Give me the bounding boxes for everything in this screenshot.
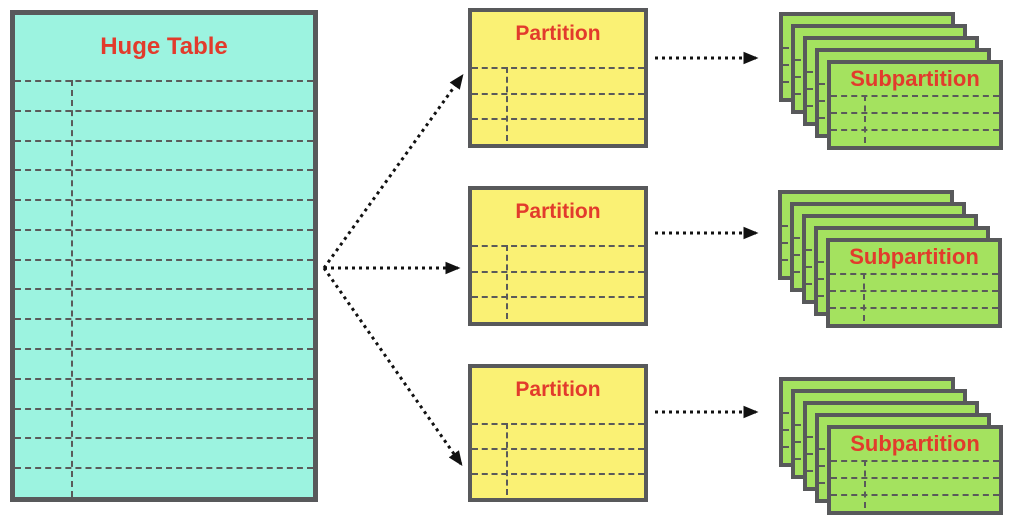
partition-grid [472, 245, 644, 322]
subpartition-card: Subpartition [827, 425, 1003, 515]
partition-title: Partition [515, 378, 601, 401]
table-row [15, 377, 313, 408]
table-row [15, 467, 313, 497]
arrow-table-to-partition-1 [322, 73, 464, 269]
table-row [831, 460, 999, 477]
partition-grid [472, 67, 644, 144]
subpartition-vertical-divider [864, 460, 866, 508]
table-row [472, 118, 644, 144]
partition-vertical-divider [506, 245, 508, 319]
table-row [831, 129, 999, 146]
subpartition-title: Subpartition [850, 66, 980, 91]
subpartition-card: Subpartition [826, 238, 1002, 328]
table-row [472, 92, 644, 119]
arrow-table-to-partition-3 [322, 267, 463, 467]
table-row [472, 473, 644, 498]
table-row [15, 80, 313, 110]
table-row [15, 258, 313, 289]
huge-table-box: Huge Table [10, 10, 318, 502]
table-row [472, 296, 644, 322]
table-row [830, 273, 998, 290]
table-row [831, 112, 999, 129]
table-row [831, 95, 999, 112]
huge-table-title: Huge Table [100, 33, 228, 60]
table-row [831, 477, 999, 494]
subpartition-title: Subpartition [850, 431, 980, 456]
table-row [15, 288, 313, 318]
table-row [472, 423, 644, 448]
table-row [830, 307, 998, 324]
table-row [15, 199, 313, 229]
table-row [472, 245, 644, 271]
partition-title: Partition [515, 22, 601, 45]
subpartition-stack-3: Subpartition [779, 377, 1003, 515]
table-row [15, 348, 313, 378]
table-row [15, 169, 313, 199]
table-row [15, 407, 313, 438]
subpartition-stack-1: Subpartition [779, 12, 1003, 150]
subpartition-vertical-divider [864, 95, 866, 143]
table-row [15, 228, 313, 259]
subpartition-grid [831, 95, 999, 146]
table-row [472, 67, 644, 93]
table-row [472, 270, 644, 297]
partition-grid [472, 423, 644, 498]
partition-title: Partition [515, 200, 601, 223]
partition-box-3: Partition [468, 364, 648, 502]
partition-vertical-divider [506, 67, 508, 141]
subpartition-stack-2: Subpartition [778, 190, 1002, 328]
partition-vertical-divider [506, 423, 508, 495]
table-row [15, 139, 313, 170]
table-row [15, 318, 313, 348]
subpartition-title: Subpartition [849, 244, 979, 269]
table-row [15, 437, 313, 467]
partition-box-1: Partition [468, 8, 648, 148]
table-row [831, 494, 999, 511]
table-row [830, 290, 998, 307]
huge-table-grid [15, 80, 313, 497]
subpartition-grid [831, 460, 999, 511]
partition-box-2: Partition [468, 186, 648, 326]
table-row [15, 109, 313, 140]
subpartition-grid [830, 273, 998, 324]
subpartition-card: Subpartition [827, 60, 1003, 150]
huge-table-vertical-divider [71, 80, 73, 497]
subpartition-vertical-divider [863, 273, 865, 321]
table-row [472, 448, 644, 473]
